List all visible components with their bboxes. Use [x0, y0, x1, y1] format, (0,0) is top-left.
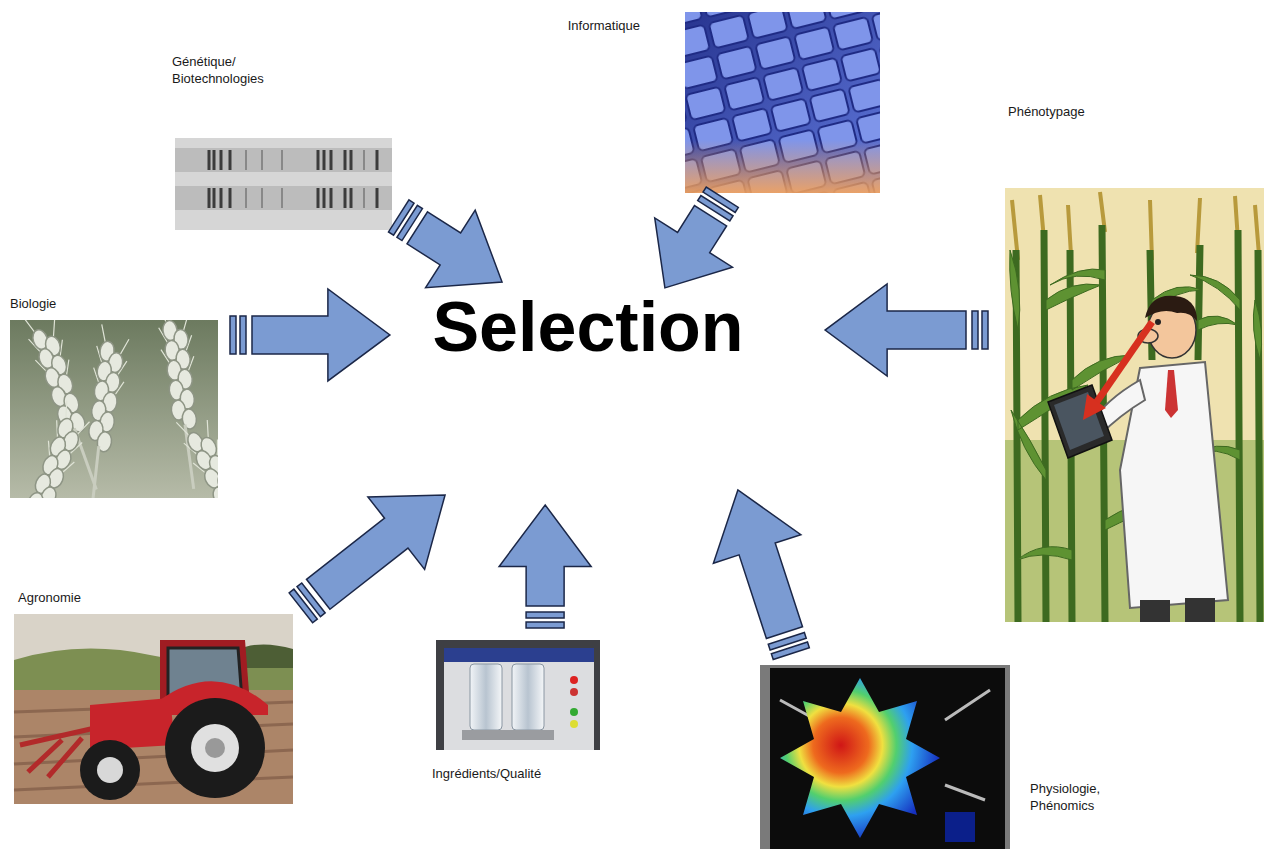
wheat-ear [10, 400, 95, 498]
wheat-ear [74, 324, 132, 498]
heatmap-ground [770, 668, 1005, 849]
eye [1155, 319, 1161, 325]
arrow-tail-stripe [982, 311, 988, 349]
arrow-body [655, 206, 733, 288]
discipline-image-box: Ingrédients/Qualité [436, 640, 600, 750]
front-wheel [80, 740, 140, 800]
machine-base [462, 730, 554, 740]
arrow-tail-stripe [230, 316, 236, 354]
arrow-body [713, 490, 802, 639]
cold-patch [945, 812, 975, 842]
block-arrow [655, 187, 739, 288]
leg [1140, 600, 1170, 622]
center-title: Selection [385, 292, 791, 362]
gel-lane [175, 148, 392, 172]
gel-ground [175, 138, 392, 230]
discipline-image-box: Agronomie [14, 614, 293, 804]
discipline-image-box: Biologie [10, 320, 218, 498]
block-arrow [230, 289, 390, 381]
rear-wheel [165, 698, 265, 798]
button [570, 720, 578, 728]
keyboard-image [685, 12, 880, 193]
gel-lane [175, 186, 392, 210]
block-arrow [289, 495, 445, 623]
discipline-label: Physiologie, Phénomics [1030, 781, 1125, 815]
wheel-hub [97, 757, 123, 783]
wheat-image [10, 320, 218, 498]
keyboard-keys [685, 12, 880, 193]
cylinder [512, 664, 544, 730]
maize-tassels [1012, 192, 1259, 260]
arrow-tail-stripe [397, 205, 423, 240]
gel-bands [209, 188, 377, 208]
arrow-body [407, 210, 502, 287]
machine-face [444, 648, 594, 750]
keyboard-ground [685, 12, 880, 193]
block-arrow [713, 490, 809, 659]
gel-faint-bands [246, 150, 364, 208]
gaze-arrow [1096, 322, 1152, 403]
machine-ground [436, 640, 600, 750]
arrow-tail-stripe [972, 311, 978, 349]
arrow-tail-stripe [768, 632, 806, 649]
discipline-label: Phénotypage [1008, 104, 1085, 121]
discipline-label: Biologie [10, 296, 56, 313]
arrow-tail-stripe [240, 316, 246, 354]
discipline-image-box: Génétique/ Biotechnologies [175, 138, 392, 230]
button [570, 688, 578, 696]
keyboard-glow [685, 140, 880, 193]
discipline-label: Génétique/ Biotechnologies [172, 54, 282, 88]
discipline-label: Ingrédients/Qualité [432, 766, 541, 783]
discipline-image-box: Informatique [685, 12, 880, 193]
heatmap-image [760, 665, 1010, 849]
phenotyping-cartoon [1005, 188, 1264, 622]
arrow-body [825, 284, 966, 376]
discipline-image-box: Phénotypage [1005, 188, 1264, 622]
button [570, 676, 578, 684]
wheel-axle [205, 738, 225, 758]
machine-band [444, 648, 594, 662]
discipline-image-box: Physiologie, Phénomics [760, 665, 1010, 849]
arrow-tail-stripe [526, 612, 564, 618]
tractor-image [14, 614, 293, 804]
arrow-body [306, 495, 445, 609]
block-arrow [499, 505, 591, 628]
quality-machine-image [436, 640, 600, 750]
center-label-box: Selection [385, 270, 830, 515]
leaf-heat-blob [780, 678, 940, 838]
gel-image [175, 138, 392, 230]
arrow-tail-stripe [698, 196, 733, 221]
discipline-label: Agronomie [18, 590, 81, 607]
hair [1145, 296, 1197, 321]
heatmap-frame [760, 665, 1010, 849]
arrow-tail-stripe [297, 583, 325, 617]
block-arrow [825, 284, 988, 376]
tie [1165, 370, 1178, 418]
gaze-arrowhead [1083, 394, 1106, 420]
button [570, 708, 578, 716]
arrow-tail-stripe [526, 622, 564, 628]
gel-bands [209, 150, 377, 170]
arrow-body [252, 289, 390, 381]
block-arrow [388, 200, 502, 288]
leg [1185, 598, 1215, 622]
wheat-ear [175, 410, 218, 498]
cylinder [470, 664, 502, 730]
discipline-label: Informatique [568, 18, 640, 35]
wheel-hub [191, 724, 239, 772]
arrow-body [499, 505, 591, 606]
cartoon-ground [1005, 188, 1264, 622]
